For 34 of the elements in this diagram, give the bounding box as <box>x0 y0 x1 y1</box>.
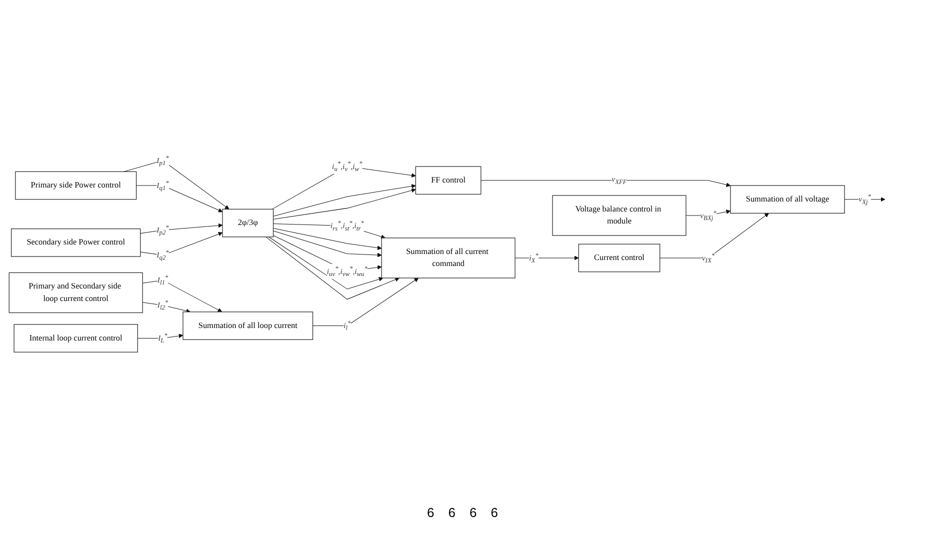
node-box <box>552 195 686 236</box>
arrow <box>140 223 223 234</box>
arrow <box>514 256 579 260</box>
node-box <box>8 272 143 313</box>
node-box <box>14 324 138 352</box>
arrow <box>273 184 416 216</box>
arrow <box>142 302 191 314</box>
arrow <box>312 278 419 326</box>
arrow <box>140 232 223 256</box>
arrow <box>137 334 184 338</box>
arrow <box>273 188 416 220</box>
arrow <box>844 196 886 202</box>
arrow <box>136 185 223 212</box>
arrow <box>660 212 769 258</box>
arrow <box>686 209 731 216</box>
arrow <box>273 230 382 258</box>
node-box <box>578 244 660 272</box>
arrow <box>268 236 384 290</box>
bus-width-label: 6 <box>448 505 456 520</box>
node-box <box>15 171 137 200</box>
arrow <box>266 236 400 300</box>
bus-width-label: 6 <box>427 505 434 520</box>
node-box <box>415 166 482 194</box>
node-box <box>730 185 845 214</box>
node-box <box>10 228 141 257</box>
arrow <box>273 228 382 250</box>
arrow <box>124 160 230 210</box>
bus-width-label: 6 <box>470 505 477 520</box>
node-box <box>222 208 274 238</box>
node-box <box>182 311 314 340</box>
bus-width-label: 6 <box>490 505 498 520</box>
arrow <box>142 280 222 312</box>
arrow <box>480 180 731 187</box>
node-box <box>381 238 516 278</box>
